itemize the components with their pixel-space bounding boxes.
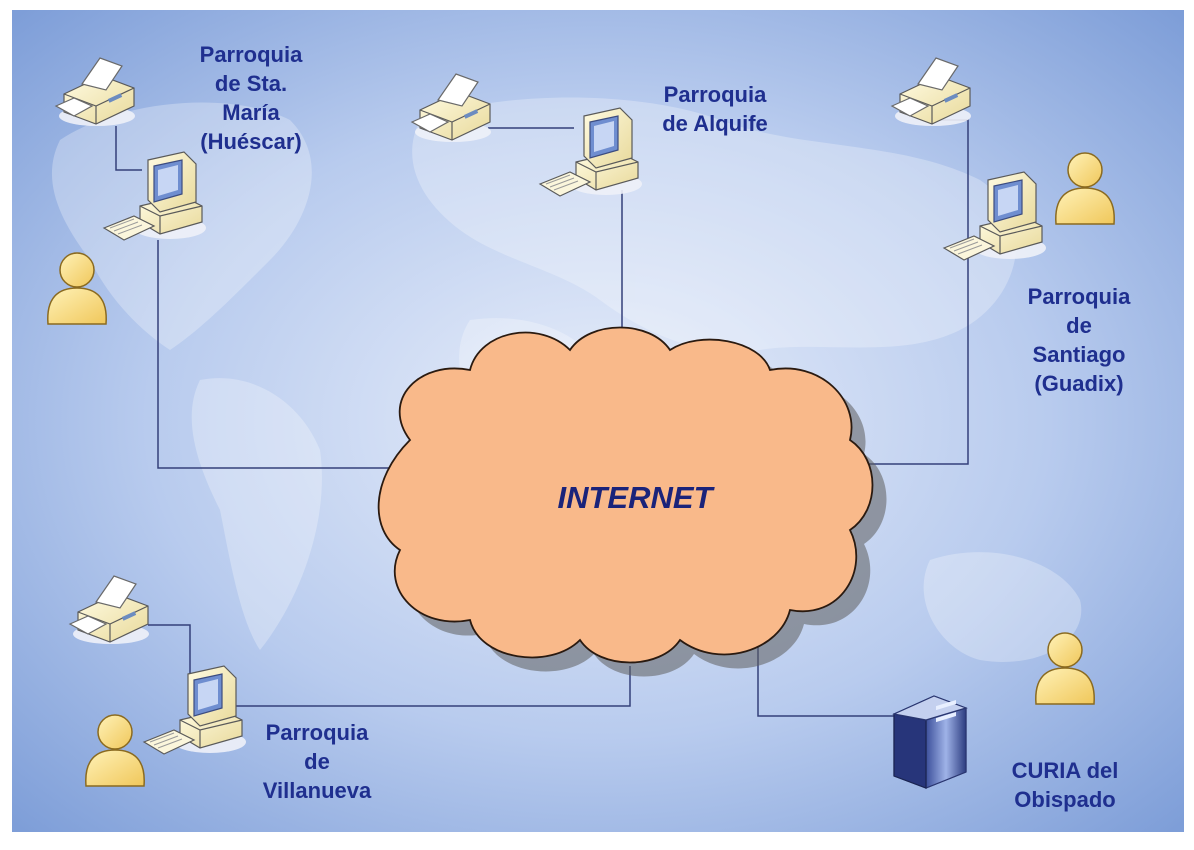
line-villanueva-printer — [148, 624, 191, 676]
internet-label: INTERNET — [557, 480, 713, 515]
line-curia-cloud — [757, 644, 894, 717]
label-parroquia-villanueva: Parroquia de Villanueva — [262, 720, 372, 803]
line-villanueva-cloud — [236, 666, 631, 707]
internet-cloud[interactable] — [377, 326, 874, 664]
connection-lines — [115, 119, 969, 717]
label-parroquia-alquife: Parroquia de Alquife — [662, 82, 768, 136]
label-parroquia-sta-maria: Parroquia de Sta. María (Huéscar) — [199, 42, 303, 154]
line-sta-maria-cloud — [157, 240, 408, 469]
server-icon[interactable] — [893, 695, 967, 789]
label-parroquia-santiago: Parroquia de Santiago (Guadix) — [1027, 284, 1131, 396]
label-curia-obispado: CURIA del Obispado — [1011, 758, 1119, 812]
line-sta-maria-printer — [115, 126, 142, 171]
